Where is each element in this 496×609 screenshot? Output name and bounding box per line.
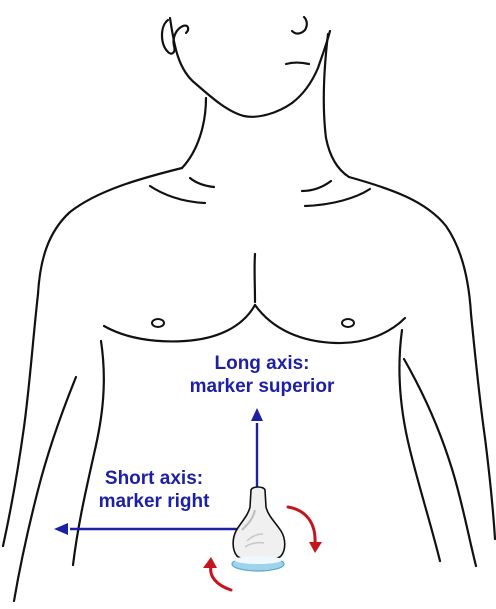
short-axis-title: Short axis: [56, 467, 252, 490]
long-axis-marker: marker superior [152, 375, 372, 398]
short-axis-label: Short axis: marker right [56, 467, 252, 513]
short-axis-marker: marker right [56, 490, 252, 513]
long-axis-title: Long axis: [152, 352, 372, 375]
long-axis-label: Long axis: marker superior [152, 352, 372, 398]
